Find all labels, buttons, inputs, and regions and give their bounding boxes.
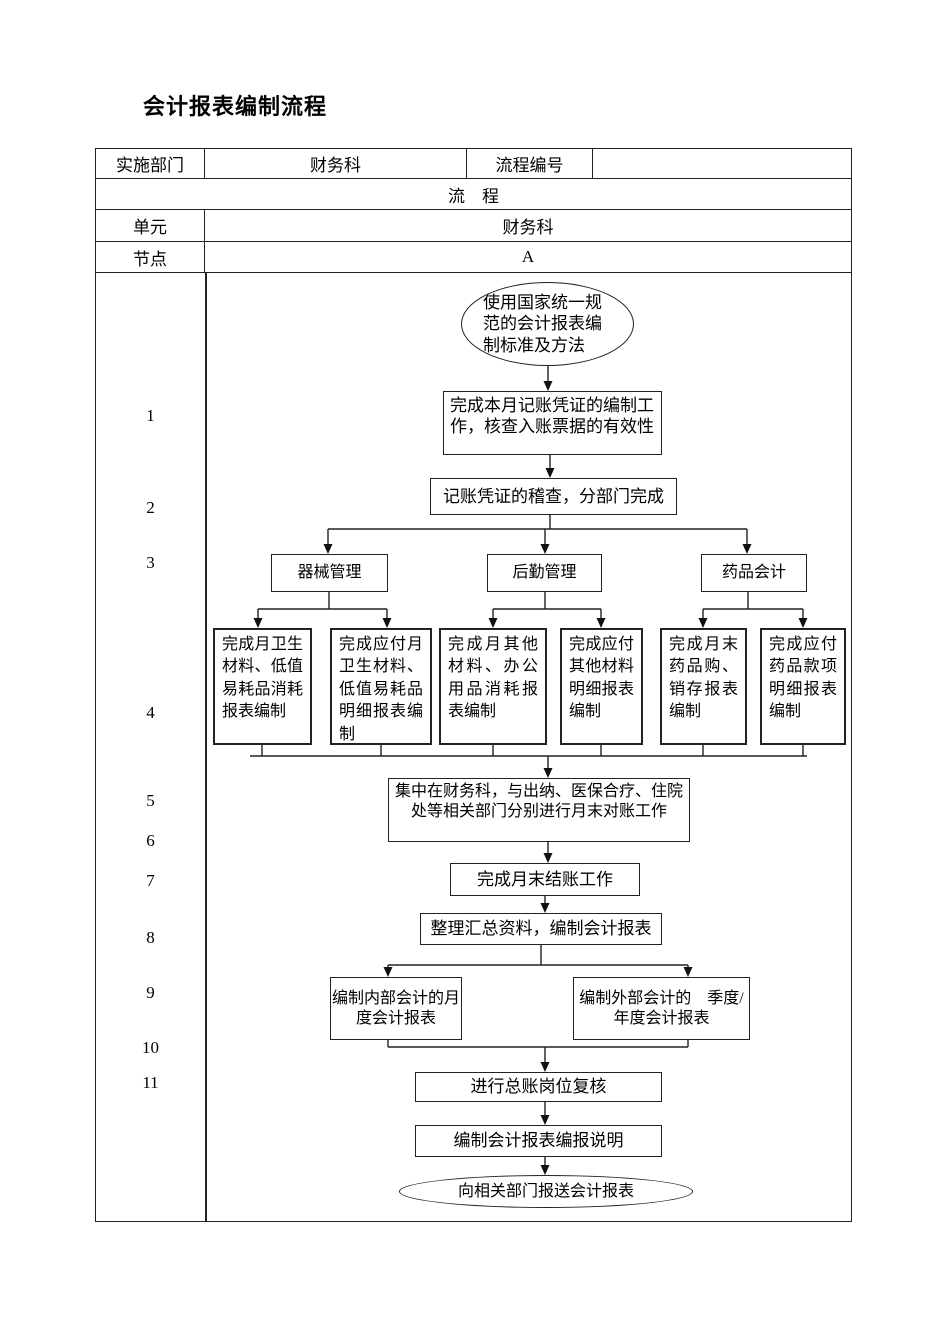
step-number-8: 8 (146, 928, 155, 947)
flow-start-terminator: 使用国家统一规范的会计报表编制标准及方法 (461, 282, 634, 366)
step-month-close-box: 完成月末结账工作 (450, 863, 640, 896)
process-header: 流 程 (448, 186, 499, 206)
step-number-7: 7 (146, 871, 155, 890)
step-review-box: 进行总账岗位复核 (415, 1072, 662, 1102)
step-number-4: 4 (146, 703, 155, 722)
sub-logistics-consume-box: 完成月其他材料、办公用品消耗报表编制 (439, 628, 547, 745)
step-number-11: 11 (142, 1073, 159, 1092)
connector-lines (250, 366, 807, 1167)
step-summarize-box: 整理汇总资料，编制会计报表 (420, 913, 662, 945)
step-number-column-divider (205, 273, 207, 1221)
arrowheads (253, 381, 808, 1175)
step-number-9: 9 (146, 983, 155, 1002)
unit-label: 单元 (96, 210, 205, 241)
form-row-department: 实施部门 财务科 流程编号 (96, 149, 851, 179)
flow-end-terminator: 向相关部门报送会计报表 (399, 1175, 693, 1208)
step-number-3: 3 (146, 553, 155, 572)
flow-number-label: 流程编号 (467, 149, 593, 178)
form-row-process: 流 程 (96, 179, 851, 210)
department-value: 财务科 (205, 149, 467, 178)
step-report-notes-box: 编制会计报表编报说明 (415, 1125, 662, 1157)
process-form-table: 实施部门 财务科 流程编号 流 程 单元 财务科 节点 A 1 2 3 4 5 … (95, 148, 852, 1222)
unit-value: 财务科 (502, 218, 554, 237)
step-reconcile-box: 集中在财务科，与出纳、医保合疗、住院处等相关部门分别进行月末对账工作 (388, 778, 690, 842)
form-row-unit: 单元 财务科 (96, 210, 851, 242)
sub-equipment-consume-box: 完成月卫生材料、低值易耗品消耗报表编制 (213, 628, 312, 745)
branch-logistics-box: 后勤管理 (487, 554, 602, 592)
branch-equipment-box: 器械管理 (271, 554, 388, 592)
step-number-10: 10 (142, 1038, 159, 1057)
sub-equipment-payable-box: 完成应付月卫生材料、低值易耗品明细报表编制 (330, 628, 432, 745)
department-label: 实施部门 (96, 149, 205, 178)
sub-logistics-payable-box: 完成应付其他材料明细报表编制 (560, 628, 643, 745)
node-value: A (521, 247, 535, 266)
step-prepare-vouchers-box: 完成本月记账凭证的编制工作，核查入账票据的有效性 (443, 391, 662, 455)
step-number-1: 1 (146, 406, 155, 425)
step-number-5: 5 (146, 791, 155, 810)
page-title: 会计报表编制流程 (143, 94, 328, 119)
step-audit-vouchers-box: 记账凭证的稽查，分部门完成 (430, 478, 677, 515)
step-number-6: 6 (146, 831, 155, 850)
step-internal-report-box: 编制内部会计的月度会计报表 (330, 977, 462, 1040)
node-label: 节点 (96, 242, 205, 272)
sub-pharmacy-stock-box: 完成月末药品购、销存报表编制 (660, 628, 747, 745)
branch-pharmacy-box: 药品会计 (701, 554, 807, 592)
step-number-2: 2 (146, 498, 155, 517)
step-external-report-box: 编制外部会计的 季度/年度会计报表 (573, 977, 750, 1040)
sub-pharmacy-payable-box: 完成应付药品款项明细报表编制 (760, 628, 846, 745)
form-row-node: 节点 A (96, 242, 851, 273)
